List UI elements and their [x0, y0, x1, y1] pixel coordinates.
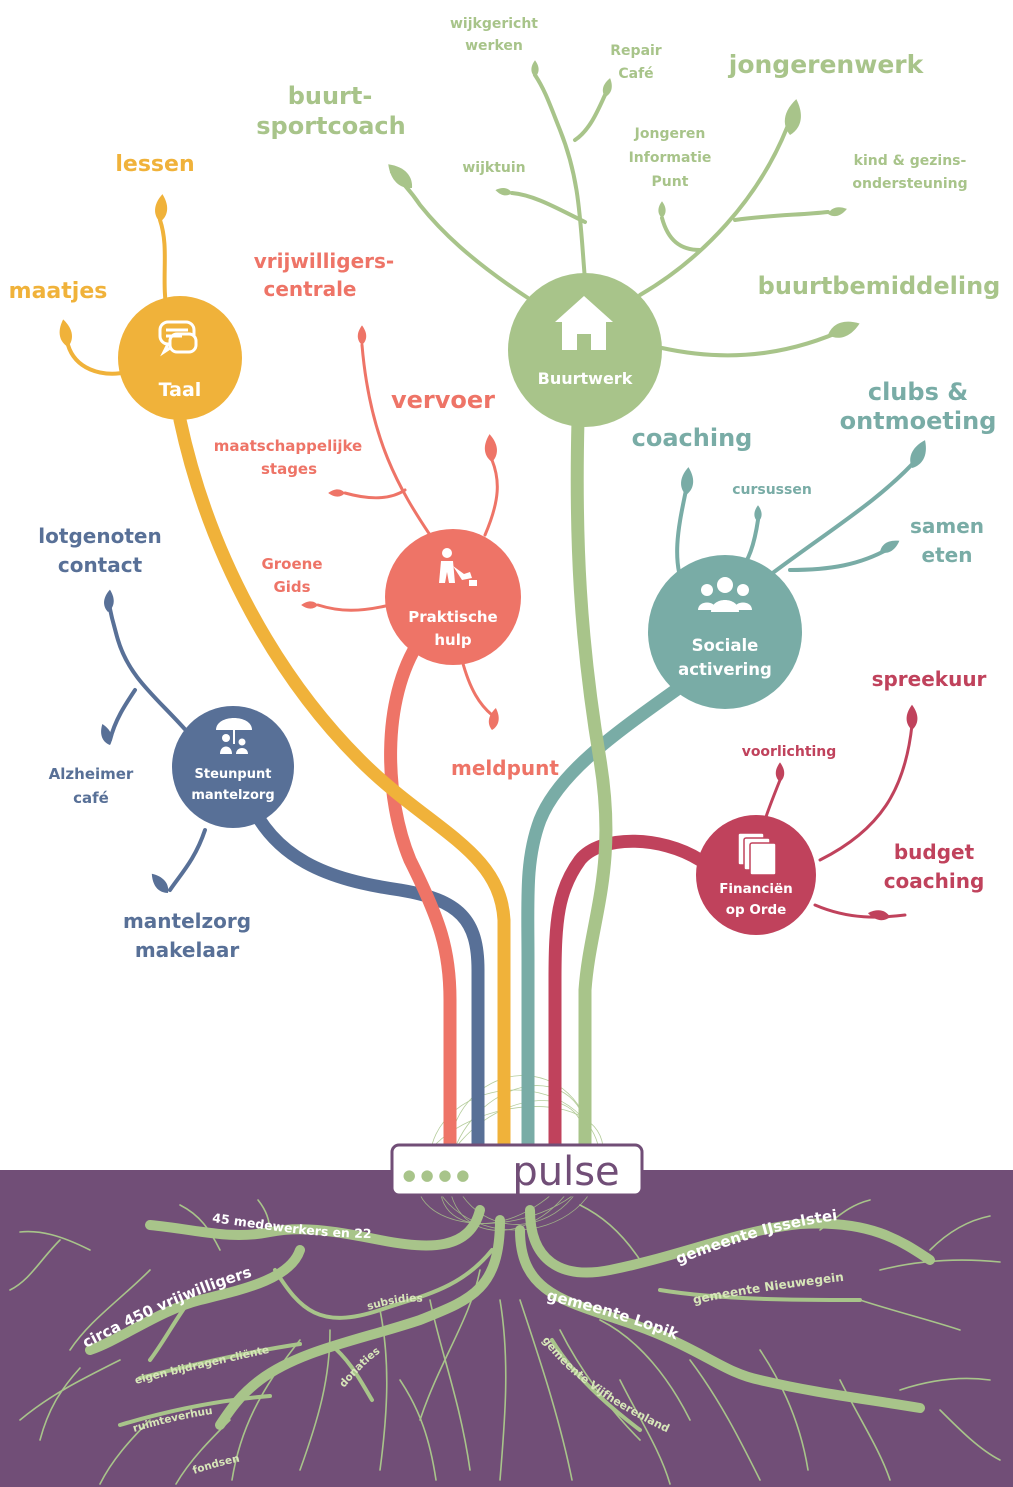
label-groene-line1: Groene — [261, 555, 322, 573]
node-financien: Financiën op Orde — [696, 815, 816, 935]
root-label-medewerkers: 45 medewerkers en 22 fte — [0, 0, 376, 1241]
root-system — [9, 1199, 1001, 1485]
node-mantelzorg-line2: mantelzorg — [191, 788, 274, 803]
label-jip-line3: Punt — [652, 174, 689, 190]
pulse-logo: ● ● ● ● pulse — [390, 1143, 644, 1197]
node-taal-title: Taal — [159, 379, 202, 401]
node-sociaal-line2: activering — [678, 660, 772, 679]
label-clubs-line2: ontmoeting — [840, 407, 997, 435]
house-icon — [555, 296, 613, 350]
label-budget-line1: budget — [894, 840, 975, 864]
node-praktisch: Praktische hulp — [385, 529, 521, 665]
node-sociaal: Sociale activering — [648, 555, 802, 709]
label-jip-line1: Jongeren — [634, 126, 706, 142]
label-clubs-line1: clubs & — [868, 378, 968, 406]
label-stages-line1: maatschappelijke — [214, 437, 362, 455]
label-spreekuur: spreekuur — [872, 667, 987, 691]
logo-dots: ● ● ● ● — [403, 1166, 470, 1184]
label-samen-line2: eten — [922, 543, 973, 567]
label-cursussen: cursussen — [732, 482, 812, 498]
label-meldpunt: meldpunt — [451, 756, 559, 780]
label-jongerenwerk: jongerenwerk — [728, 50, 925, 79]
branches-praktisch — [316, 343, 499, 717]
node-mantelzorg-line1: Steunpunt — [195, 767, 272, 782]
label-voorlichting: voorlichting — [742, 744, 837, 760]
label-kind-line2: ondersteuning — [852, 176, 967, 192]
leaves-mantelzorg — [97, 589, 173, 897]
label-makelaar-line1: mantelzorg — [123, 909, 251, 933]
label-kind-line1: kind & gezins- — [854, 153, 967, 169]
folders-icon — [737, 832, 777, 876]
label-sportcoach-line2: sportcoach — [256, 112, 405, 140]
node-buurtwerk: Buurtwerk — [508, 273, 662, 427]
label-wijkgericht-line2: werken — [465, 38, 523, 54]
label-buurtbemiddeling: buurtbemiddeling — [758, 272, 1001, 300]
logo-text: pulse — [512, 1149, 619, 1195]
group-icon — [698, 577, 752, 612]
node-sociaal-line1: Sociale — [692, 636, 759, 655]
label-lotgenoten-line1: lotgenoten — [38, 524, 161, 548]
label-sportcoach-line1: buurt- — [288, 82, 373, 110]
node-mantelzorg: Steunpunt mantelzorg — [172, 706, 294, 828]
label-groene-line2: Gids — [273, 578, 310, 596]
label-samen-line1: samen — [910, 514, 984, 538]
label-makelaar-line2: makelaar — [135, 938, 240, 962]
label-jip-line2: Informatie — [629, 150, 712, 166]
label-coaching: coaching — [632, 424, 753, 452]
node-financien-line1: Financiën — [719, 881, 793, 897]
label-wijkgericht-line1: wijkgericht — [450, 16, 538, 32]
node-buurtwerk-title: Buurtwerk — [538, 369, 633, 388]
trunk-strands — [173, 413, 707, 1157]
label-alzheimer-line1: Alzheimer — [49, 765, 134, 783]
label-budget-line2: coaching — [884, 869, 985, 893]
label-wijktuin: wijktuin — [462, 160, 525, 176]
label-repair-line1: Repair — [610, 43, 662, 59]
label-maatjes: maatjes — [9, 279, 108, 304]
node-praktisch-line2: hulp — [434, 631, 471, 649]
speech-bubbles-icon — [158, 320, 198, 357]
label-vrijwilligers-line2: centrale — [264, 277, 357, 301]
label-alzheimer-line2: café — [73, 789, 109, 807]
label-vrijwilligers-line1: vrijwilligers- — [254, 249, 394, 273]
node-taal: Taal — [118, 296, 242, 420]
label-lessen: lessen — [115, 152, 194, 177]
label-lotgenoten-line2: contact — [58, 553, 143, 577]
label-vervoer: vervoer — [391, 386, 495, 414]
node-financien-line2: op Orde — [726, 902, 787, 918]
gardener-icon — [439, 548, 477, 586]
label-repair-line2: Café — [618, 66, 653, 82]
soil-background — [0, 1170, 1013, 1487]
label-stages-line2: stages — [261, 460, 317, 478]
node-praktisch-line1: Praktische — [408, 608, 497, 626]
umbrella-people-icon — [216, 718, 252, 754]
